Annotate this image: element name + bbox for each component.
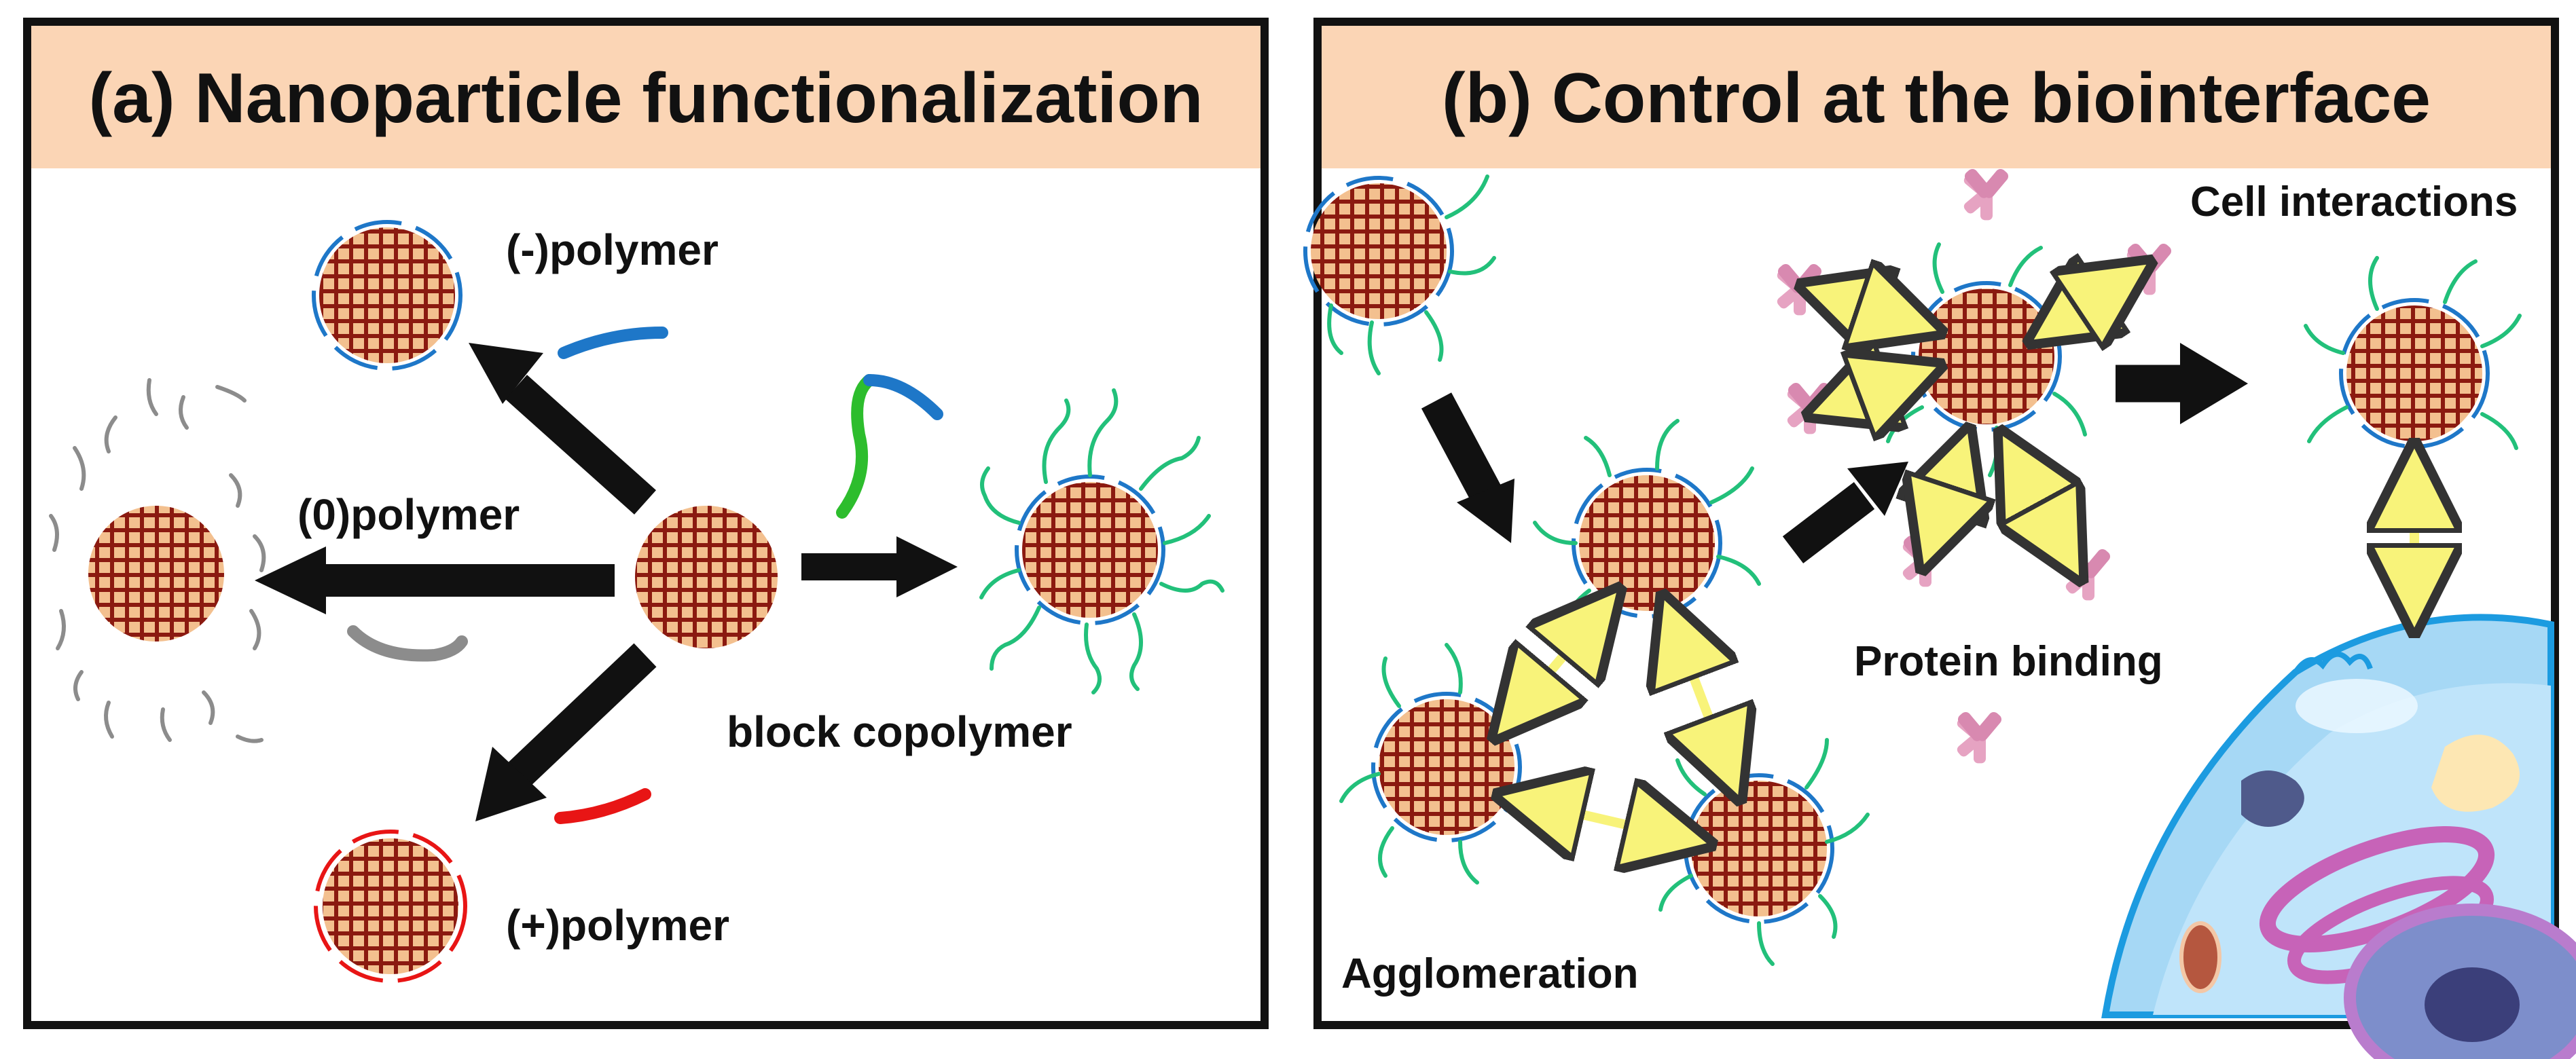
protein-binding-arrows xyxy=(1840,285,2116,543)
panel-b-header xyxy=(1322,26,2551,168)
panel-a: (a) Nanoparticle functionalization xyxy=(23,18,1269,1029)
arrow-to-pos xyxy=(475,643,657,821)
cell xyxy=(2101,614,2576,1059)
cell-interactions-label: Cell interactions xyxy=(2190,179,2518,225)
arrow-to-neutral xyxy=(255,546,615,614)
neutral-polymer-strand xyxy=(347,625,468,662)
neg-coated-particle xyxy=(312,220,462,371)
pos-coated-particle xyxy=(314,830,467,983)
agglomeration-arrows xyxy=(1521,621,1725,835)
block-copolymer-particle xyxy=(979,388,1224,694)
arrow-to-protein-binding xyxy=(1782,462,1908,563)
particle-b-topleft xyxy=(1303,174,1496,375)
arrow-to-block xyxy=(801,536,958,597)
protein-binding-label: Protein binding xyxy=(1854,638,2163,685)
block-copolymer-label: block copolymer xyxy=(727,707,1072,756)
block-copolymer-strand xyxy=(836,374,943,519)
neutral-coated-particle xyxy=(49,378,266,743)
neg-polymer-label: (-)polymer xyxy=(506,225,719,274)
neutral-polymer-label: (0)polymer xyxy=(297,490,520,539)
panel-b-title: (b) Control at the biointerface xyxy=(1442,59,2431,138)
arrow-to-neg xyxy=(469,343,657,515)
pos-polymer-strand xyxy=(554,788,651,824)
panel-a-header xyxy=(31,26,1260,168)
arrow-to-agglomeration xyxy=(1421,392,1514,543)
neg-polymer-strand xyxy=(558,327,668,359)
agglomeration-label: Agglomeration xyxy=(1341,950,1638,997)
vacuole xyxy=(2431,735,2520,812)
membrane-ruffle xyxy=(2293,651,2373,674)
mitochondrion xyxy=(2179,921,2221,993)
cell-interaction-particle xyxy=(2304,256,2522,494)
center-nanoparticle xyxy=(635,506,778,648)
agglomerate-particle-left xyxy=(1339,643,1550,885)
pos-polymer-label: (+)polymer xyxy=(506,901,729,950)
panel-a-title: (a) Nanoparticle functionalization xyxy=(89,59,1203,138)
panel-b: (b) Control at the biointerface xyxy=(1303,18,2576,1059)
arrow-to-cell-interactions xyxy=(2116,343,2248,424)
vesicle xyxy=(2241,770,2304,827)
